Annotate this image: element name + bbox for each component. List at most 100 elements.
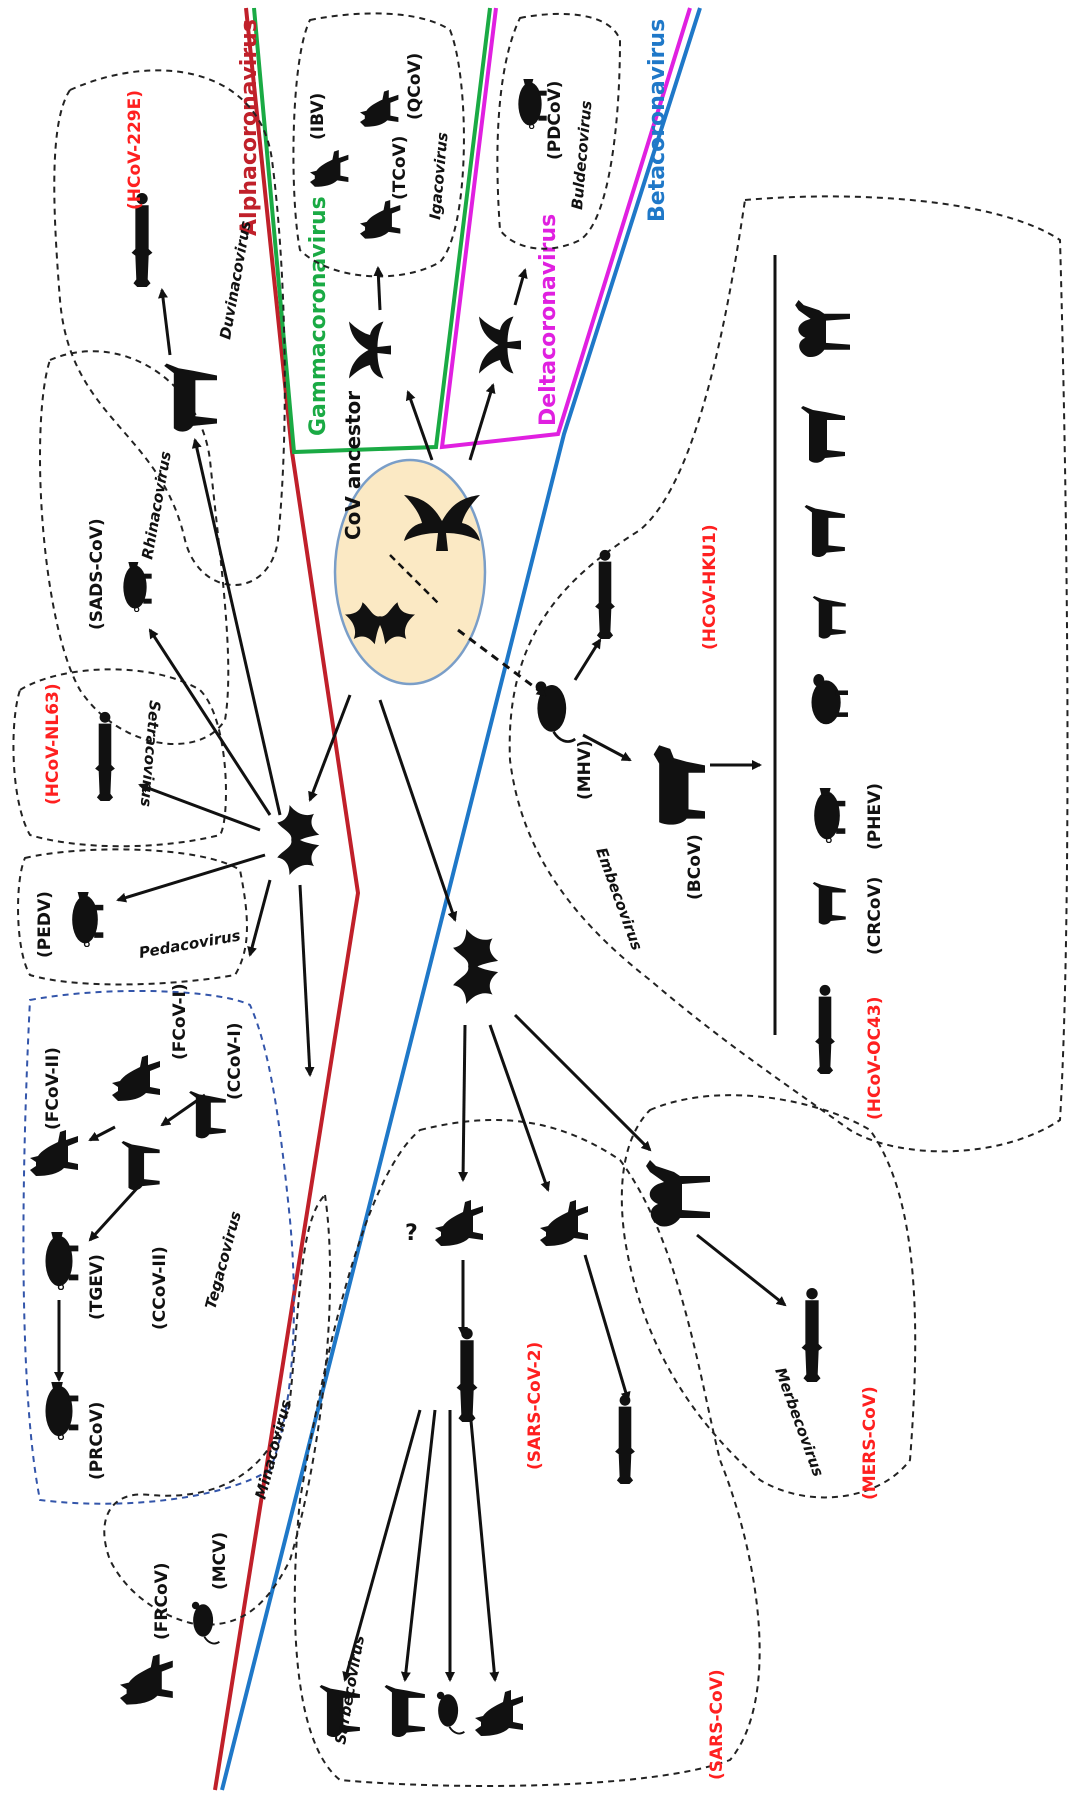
turkey-icon (360, 200, 401, 239)
chicken-icon (310, 150, 349, 187)
mink-icon (190, 1600, 221, 1645)
duvinacovirus-label: Duvinacovirus (216, 219, 255, 340)
phev-label: (PHEV) (865, 783, 885, 850)
delta-line (439, 7, 692, 450)
tcov-label: (TCoV) (390, 136, 410, 200)
buldecovirus-boundary (496, 13, 622, 250)
cat-icon (475, 1690, 523, 1736)
mhv-label: (MHV) (575, 740, 595, 800)
embecovirus-boundary (508, 195, 1069, 1153)
sars-cov-2-label: (SARS-CoV-2) (525, 1342, 545, 1470)
cow-icon (653, 745, 705, 825)
pig-icon (122, 562, 153, 612)
bat-icon (277, 805, 320, 875)
human-icon (95, 711, 115, 801)
ancestor-label: CoV ancestor (341, 391, 365, 540)
camel-icon (646, 1160, 710, 1227)
buldecovirus-label: Buldecovirus (568, 100, 595, 211)
merbecovirus-boundary (620, 1094, 917, 1499)
cat-icon (112, 1055, 160, 1101)
unknown-host-label: ? (405, 1221, 418, 1246)
hcov-oc43-label: (HCoV-OC43) (865, 997, 885, 1120)
gamma-label: Gammacoronavirus (306, 196, 331, 436)
pdcov-label: (PDCoV) (545, 81, 565, 160)
setracovirus-boundary (12, 668, 227, 848)
human-icon (615, 1394, 635, 1484)
tegacovirus-label: Tegacovirus (201, 1209, 244, 1311)
ccov-i-label: (CCoV-I) (225, 1023, 245, 1100)
crcov-label: (CRCoV) (865, 877, 885, 955)
pig-icon (813, 788, 847, 843)
alpaca-icon (164, 363, 217, 432)
human-icon (815, 984, 835, 1074)
cat-icon (30, 1130, 78, 1176)
tegacovirus-boundary (22, 989, 295, 1505)
hcov-nl63-label: (HCoV-NL63) (43, 683, 63, 805)
alpaca-icon (801, 406, 845, 463)
horse-icon (804, 505, 845, 558)
fcov-ii-label: (FCoV-II) (43, 1047, 63, 1130)
merbecovirus-label: Merbecovirus (771, 1365, 827, 1479)
igacovirus-label: Igacovirus (426, 131, 452, 220)
beta-label: Betacoronavirus (645, 19, 670, 222)
sars-cov-label: (SARS-CoV) (707, 1669, 727, 1780)
gamma-line (252, 7, 492, 455)
minacovirus-label: Minacovirus (251, 1398, 295, 1501)
group-lines (213, 7, 702, 1791)
bat-icon (453, 929, 499, 1004)
duvinacovirus-boundary (53, 69, 286, 586)
goat-icon (812, 596, 846, 639)
dog-icon (189, 1091, 226, 1139)
hcov-hku1-label: (HCoV-HKU1) (700, 524, 720, 650)
dog-icon (812, 882, 846, 925)
rhinacovirus-boundary (39, 350, 230, 745)
human-icon (456, 1327, 478, 1422)
mcv-label: (MCV) (210, 1532, 230, 1590)
rhinacovirus-label: Rhinacovirus (138, 450, 175, 561)
tgev-label: (TGEV) (87, 1254, 107, 1320)
dog-icon (121, 1141, 160, 1191)
pig-icon (517, 79, 548, 129)
prcov-label: (PRCoV) (87, 1402, 107, 1480)
bird-icon (349, 321, 391, 379)
quail-icon (360, 90, 399, 127)
camel-icon (795, 300, 850, 358)
bird-icon (479, 316, 521, 374)
mouse-icon (534, 680, 577, 743)
pig-icon (44, 1232, 80, 1290)
ibv-label: (IBV) (308, 93, 328, 140)
cov-ancestor: CoV ancestor (333, 391, 487, 686)
civet-icon (540, 1200, 588, 1246)
sheep-icon (811, 674, 848, 725)
alpha-label: Alphacoronavirus (237, 19, 262, 236)
fcov-i-label: (FCoV-I) (170, 983, 190, 1060)
bcov-label: (BCoV) (685, 834, 705, 900)
pedacovirus-label: Pedacovirus (138, 926, 242, 962)
human-icon (595, 549, 615, 639)
frcov-label: (FRCoV) (152, 1562, 172, 1640)
hcov-229e-label: (HCoV-229E) (125, 90, 145, 210)
pangolin-icon (435, 1200, 483, 1246)
igacovirus-boundary (292, 12, 465, 278)
mers-cov-label: (MERS-CoV) (860, 1386, 880, 1500)
embecovirus-label: Embecovirus (592, 845, 646, 953)
beta-line (220, 7, 702, 1791)
silhouettes (30, 79, 850, 1738)
genus-labels: Duvinacovirus Rhinacovirus Setracovirus … (137, 100, 828, 1746)
ccov-ii-label: (CCoV-II) (150, 1246, 170, 1330)
qcov-label: (QCoV) (405, 53, 425, 120)
ferret-icon (120, 1654, 173, 1705)
sads-cov-label: (SADS-CoV) (87, 518, 107, 630)
transmission-arrows (54, 255, 787, 1682)
pig-icon (44, 1382, 80, 1440)
mink-icon (435, 1690, 466, 1735)
alpha-line (213, 7, 361, 1791)
human-icon (801, 1287, 823, 1382)
pedv-label: (PEDV) (35, 891, 55, 958)
dog-icon (384, 1685, 425, 1738)
virus-labels: (HCoV-229E) (SADS-CoV) (HCoV-NL63) (PEDV… (35, 53, 885, 1780)
delta-label: Deltacoronavirus (536, 214, 561, 426)
pig-icon (71, 892, 105, 947)
